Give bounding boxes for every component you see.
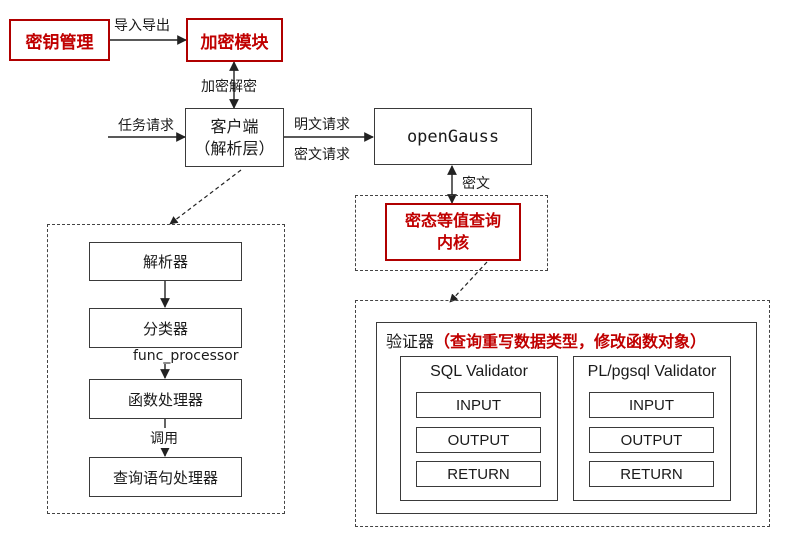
kernel-container — [355, 195, 548, 271]
sql-validator-title: SQL Validator — [430, 363, 528, 380]
import-export-label: 导入导出 — [114, 18, 170, 34]
key-management-box: 密钥管理 — [9, 19, 110, 61]
query-handler-label: 查询语句处理器 — [112, 468, 218, 487]
parser-label: 解析器 — [142, 253, 188, 271]
kernel-label-2: 内核 — [436, 233, 469, 252]
sql-input-label: INPUT — [456, 396, 501, 414]
encrypt-module-box: 加密模块 — [186, 18, 283, 62]
validator-title-prefix: 验证器 — [386, 332, 435, 351]
func-handler-box: 函数处理器 — [89, 379, 242, 419]
client-to-parse-dashed-arrow — [169, 169, 242, 225]
classifier-label: 分类器 — [142, 319, 188, 338]
plpgsql-input-label: INPUT — [629, 396, 674, 414]
task-request-label: 任务请求 — [118, 118, 174, 134]
validator-title: 验证器（查询重写数据类型，修改函数对象） — [386, 328, 706, 352]
validator-container — [355, 300, 770, 527]
sql-input-box: INPUT — [416, 392, 541, 418]
client-box: 客户端 （解析层） — [185, 108, 284, 167]
kernel-box: 密态等值查询 内核 — [385, 203, 521, 261]
opengauss-label: openGauss — [406, 126, 500, 147]
call-label: 调用 — [150, 428, 178, 448]
parse-flow-container — [47, 224, 285, 514]
plpgsql-output-label: OUTPUT — [620, 431, 683, 449]
sql-return-label: RETURN — [447, 465, 510, 483]
parser-box: 解析器 — [89, 242, 242, 281]
client-label: 客户端 — [210, 116, 259, 136]
plpgsql-output-box: OUTPUT — [589, 427, 714, 453]
kernel-label-1: 密态等值查询 — [404, 211, 501, 230]
sql-output-box: OUTPUT — [416, 427, 541, 453]
validator-title-note: （查询重写数据类型，修改函数对象） — [434, 332, 707, 351]
func-handler-label: 函数处理器 — [127, 390, 203, 409]
ciphertext-label: 密文 — [462, 176, 490, 192]
parse-layer-label: （解析层） — [194, 138, 275, 158]
cipher-request-label: 密文请求 — [294, 147, 350, 163]
plpgsql-return-label: RETURN — [620, 465, 683, 483]
encrypt-module-label: 加密模块 — [200, 32, 269, 53]
plpgsql-return-box: RETURN — [589, 461, 714, 487]
kernel-to-validator-dashed-arrow — [449, 261, 488, 303]
encrypt-decrypt-label: 加密解密 — [201, 79, 257, 95]
query-handler-box: 查询语句处理器 — [89, 457, 242, 497]
func-processor-label: func_processor — [133, 348, 239, 364]
plain-request-label: 明文请求 — [294, 117, 350, 133]
classifier-box: 分类器 — [89, 308, 242, 348]
sql-return-box: RETURN — [416, 461, 541, 487]
sql-output-label: OUTPUT — [447, 431, 510, 449]
plpgsql-validator-title: PL/pgsql Validator — [587, 363, 717, 380]
plpgsql-input-box: INPUT — [589, 392, 714, 418]
opengauss-box: openGauss — [374, 108, 532, 165]
key-management-label: 密钥管理 — [25, 32, 94, 53]
